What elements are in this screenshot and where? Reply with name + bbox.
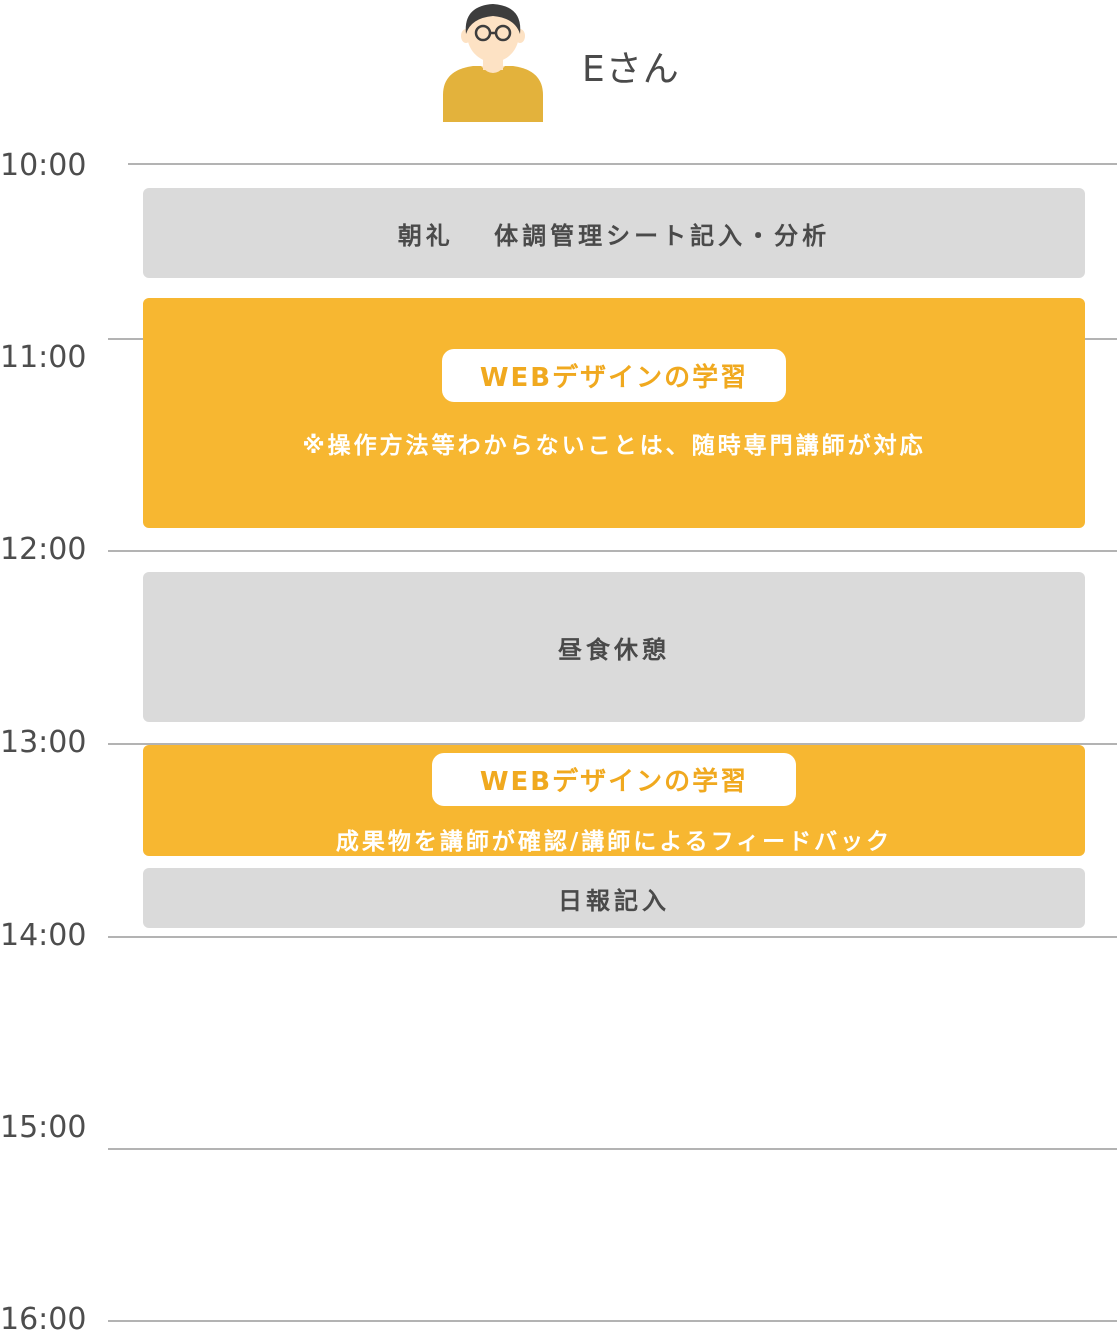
time-label-10: 10:00: [0, 148, 87, 183]
time-label-11: 11:00: [0, 340, 87, 375]
activity-pill: WEBデザインの学習: [441, 348, 787, 402]
person-with-glasses-icon: [443, 4, 543, 122]
activity-note: ※操作方法等わからないことは、随時専門講師が対応: [302, 432, 926, 459]
block-text: 昼食休憩: [558, 635, 670, 664]
block-text: 朝礼 体調管理シート記入・分析: [397, 221, 831, 250]
hour-line-14: [108, 936, 1117, 938]
hour-line-13: [108, 743, 1117, 745]
hour-line-16: [108, 1320, 1117, 1322]
time-label-12: 12:00: [0, 532, 87, 567]
header: Eさん: [0, 0, 1119, 130]
time-label-14: 14:00: [0, 918, 87, 953]
schedule-block-morning: 朝礼 体調管理シート記入・分析: [143, 188, 1085, 278]
person-name: Eさん: [582, 49, 680, 90]
activity-note: 成果物を講師が確認/講師によるフィードバック: [335, 829, 893, 855]
block-text: 日報記入: [558, 886, 670, 915]
time-label-15: 15:00: [0, 1110, 87, 1145]
schedule-block-lunch: 昼食休憩: [143, 572, 1085, 722]
hour-line-10: [128, 163, 1117, 165]
hour-line-12: [108, 550, 1117, 552]
schedule-block-daily-report: 日報記入: [143, 868, 1085, 928]
schedule-block-web-study-2: WEBデザインの学習 成果物を講師が確認/講師によるフィードバック: [143, 745, 1085, 856]
activity-pill: WEBデザインの学習: [431, 753, 797, 806]
time-label-16: 16:00: [0, 1302, 87, 1337]
time-label-13: 13:00: [0, 725, 87, 760]
schedule-block-web-study-1: WEBデザインの学習 ※操作方法等わからないことは、随時専門講師が対応: [143, 298, 1085, 528]
hour-line-15: [108, 1148, 1117, 1150]
